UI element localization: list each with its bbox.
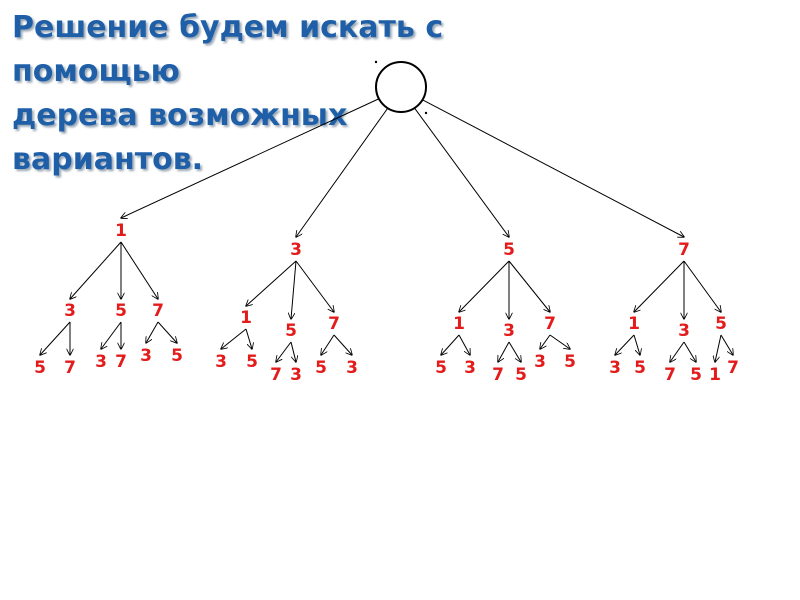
edge-root-to-1 [121, 98, 380, 218]
leaf-node-3-1-2: 3 [464, 358, 476, 378]
edge-l2-3-1-to-leaf-1 [441, 334, 460, 355]
level1-node-3: 5 [503, 240, 515, 260]
edge-root-to-3 [414, 107, 509, 237]
root-node [375, 61, 427, 113]
edge-l2-2-1-to-leaf-2 [245, 328, 252, 349]
edge-l2-3-2-to-leaf-1 [498, 341, 510, 362]
leaf-node-4-3-2: 7 [727, 358, 739, 378]
leaf-node-3-3-2: 5 [564, 352, 576, 372]
level2-node-3-3: 7 [544, 314, 556, 334]
leaf-node-4-2-2: 5 [690, 365, 702, 385]
edge-l2-3-3-to-leaf-1 [540, 334, 551, 349]
leaf-node-2-2-2: 3 [290, 365, 302, 385]
edge-l2-4-1-to-leaf-1 [615, 334, 635, 355]
level2-node-2-1: 1 [240, 308, 252, 328]
leaf-node-2-3-1: 5 [315, 358, 327, 378]
edge-l2-4-2-to-leaf-2 [683, 341, 696, 362]
edge-l2-3-3-to-leaf-2 [549, 334, 570, 349]
edge-l2-2-2-to-leaf-1 [276, 341, 292, 362]
level2-node-4-3: 5 [715, 314, 727, 334]
root-dot-2 [424, 111, 428, 115]
title-line-2: помощью [12, 54, 180, 89]
leaf-node-3-2-1: 7 [492, 365, 504, 385]
edge-l2-2-3-to-leaf-1 [321, 334, 335, 355]
tree-edges [40, 98, 733, 362]
level1-node-2: 3 [290, 240, 302, 260]
edge-l2-2-2-to-leaf-2 [290, 341, 296, 362]
level2-node-3-1: 1 [453, 314, 465, 334]
leaf-node-1-1-1: 5 [34, 358, 46, 378]
leaf-node-3-3-1: 3 [534, 352, 546, 372]
leaf-node-1-2-2: 7 [115, 352, 127, 372]
edge-l1-1-to-l2-3 [120, 241, 158, 299]
leaf-node-1-3-1: 3 [140, 346, 152, 366]
leaf-node-3-2-2: 5 [515, 365, 527, 385]
root-dot-1 [374, 60, 378, 64]
title-line-1: Решение будем искать с [12, 10, 444, 45]
edge-root-to-4 [422, 99, 684, 237]
leaf-node-4-1-1: 3 [609, 358, 621, 378]
level1-node-1: 1 [115, 221, 127, 241]
edge-l2-4-1-to-leaf-2 [633, 334, 640, 355]
edge-l1-4-to-l2-1 [634, 260, 685, 312]
leaf-node-1-3-2: 5 [171, 346, 183, 366]
leaf-node-2-3-2: 3 [346, 358, 358, 378]
level1-node-4: 7 [678, 240, 690, 260]
edge-l2-2-3-to-leaf-2 [333, 334, 352, 355]
edge-root-to-2 [296, 107, 389, 237]
edge-l2-1-3-to-leaf-2 [157, 321, 177, 343]
level2-node-3-2: 3 [503, 321, 515, 341]
level2-node-4-1: 1 [628, 314, 640, 334]
slide-title: Решение будем искать с помощью дерева во… [12, 6, 572, 182]
leaf-node-1-1-2: 7 [64, 358, 76, 378]
edge-l1-2-to-l2-2 [291, 260, 297, 319]
edge-l2-4-3-to-leaf-2 [720, 334, 733, 355]
level2-node-2-3: 7 [328, 314, 340, 334]
level2-node-1-2: 5 [115, 301, 127, 321]
edge-l2-3-2-to-leaf-2 [508, 341, 521, 362]
edge-l2-1-2-to-leaf-1 [101, 321, 122, 349]
level2-node-1-3: 7 [152, 301, 164, 321]
edge-l1-2-to-l2-3 [295, 260, 334, 312]
leaf-node-4-3-1: 1 [709, 365, 721, 385]
level2-node-2-2: 5 [285, 321, 297, 341]
edge-l1-3-to-l2-3 [508, 260, 550, 312]
leaf-node-2-2-1: 7 [270, 365, 282, 385]
title-line-4: вариантов. [12, 142, 204, 177]
edge-l2-2-1-to-leaf-1 [221, 328, 247, 349]
edge-l2-4-3-to-leaf-1 [715, 334, 722, 362]
level2-node-4-2: 3 [678, 321, 690, 341]
edge-l1-3-to-l2-1 [459, 260, 510, 312]
edge-l1-4-to-l2-3 [683, 260, 721, 312]
edge-l1-1-to-l2-1 [70, 241, 122, 299]
edge-l2-4-2-to-leaf-1 [670, 341, 685, 362]
edge-l2-3-1-to-leaf-2 [458, 334, 470, 355]
edge-l1-2-to-l2-1 [246, 260, 297, 306]
leaf-node-4-2-1: 7 [664, 365, 676, 385]
edge-l2-1-1-to-leaf-1 [40, 321, 71, 355]
edge-l2-1-3-to-leaf-1 [146, 321, 159, 343]
leaf-node-2-1-1: 3 [215, 352, 227, 372]
leaf-node-1-2-1: 3 [95, 352, 107, 372]
title-line-3: дерева возможных [12, 98, 348, 133]
leaf-node-3-1-1: 5 [435, 358, 447, 378]
leaf-node-2-1-2: 5 [246, 352, 258, 372]
level2-node-1-1: 3 [64, 301, 76, 321]
leaf-node-4-1-2: 5 [634, 358, 646, 378]
